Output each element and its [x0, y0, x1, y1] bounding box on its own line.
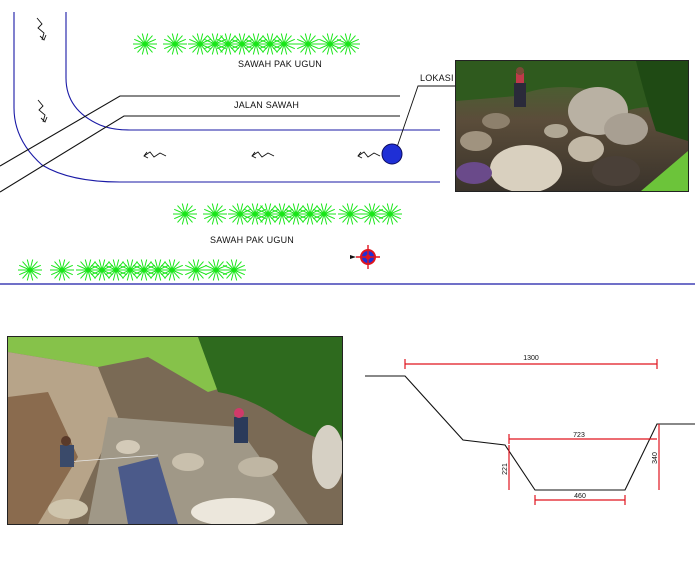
grass-tuft-icon — [312, 203, 336, 225]
grass-tuft-icon — [204, 259, 228, 281]
location-marker-icon — [381, 143, 403, 165]
field-label-bottom: SAWAH PAK UGUN — [210, 235, 294, 245]
location-leader-line — [395, 85, 455, 151]
stream-right-bank — [65, 12, 440, 131]
grass-tuft-icon — [230, 33, 254, 55]
stream-left-bank — [13, 12, 440, 183]
measurement-photo-image — [8, 337, 342, 524]
channel-cross-section: 1300 723 460 221 340 — [365, 355, 695, 505]
grass-tuft-icon — [188, 33, 212, 55]
north-arrow-icon — [350, 245, 380, 269]
grass-tuft-icon — [163, 33, 187, 55]
grass-tuft-icon — [184, 259, 208, 281]
vegetation-row-bottom — [18, 259, 246, 281]
dim-right-depth-value: 340 — [652, 452, 659, 464]
grass-tuft-icon — [272, 33, 296, 55]
grass-tuft-icon — [203, 203, 227, 225]
grass-tuft-icon — [378, 203, 402, 225]
dim-middle-value: 723 — [573, 432, 585, 439]
site-plan-map — [0, 12, 695, 285]
dim-top-value: 1300 — [523, 355, 539, 362]
location-photo-image — [456, 61, 688, 191]
location-label: LOKASI — [420, 73, 454, 83]
grass-tuft-icon — [132, 259, 156, 281]
dim-left-depth-value: 221 — [502, 463, 509, 475]
road-upper-edge — [0, 95, 400, 167]
grass-tuft-icon — [173, 203, 197, 225]
grass-tuft-icon — [338, 203, 362, 225]
flow-arrow-icon — [36, 17, 381, 159]
road-label: JALAN SAWAH — [234, 100, 300, 110]
road-lower-edge — [0, 115, 400, 193]
grass-tuft-icon — [50, 259, 74, 281]
grass-tuft-icon — [336, 33, 360, 55]
dim-bottom-value: 460 — [574, 493, 586, 500]
grass-tuft-icon — [18, 259, 42, 281]
grass-tuft-icon — [160, 259, 184, 281]
location-photo — [455, 60, 689, 192]
channel-profile — [365, 375, 695, 491]
vegetation-row-middle — [173, 203, 402, 225]
field-label-top: SAWAH PAK UGUN — [238, 59, 322, 69]
grass-tuft-icon — [222, 259, 246, 281]
measurement-photo — [7, 336, 343, 525]
vegetation-row-top — [133, 33, 360, 55]
grass-tuft-icon — [133, 33, 157, 55]
grass-tuft-icon — [258, 33, 282, 55]
grass-tuft-icon — [296, 33, 320, 55]
grass-tuft-icon — [104, 259, 128, 281]
